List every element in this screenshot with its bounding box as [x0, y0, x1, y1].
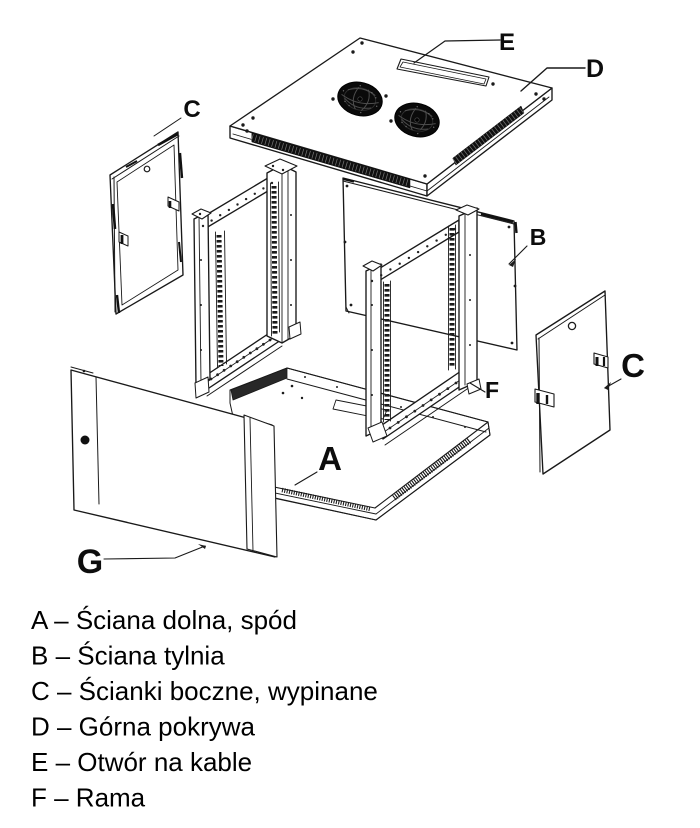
svg-text:B – Ściana tylnia: B – Ściana tylnia: [31, 641, 225, 671]
svg-text:A: A: [318, 440, 342, 477]
svg-text:E: E: [499, 29, 515, 56]
svg-text:D: D: [586, 55, 604, 83]
svg-text:D – Górna pokrywa: D – Górna pokrywa: [31, 712, 256, 742]
svg-text:C: C: [621, 347, 645, 384]
svg-text:E – Otwór na kable: E – Otwór na kable: [31, 747, 252, 777]
svg-text:C: C: [183, 96, 200, 123]
svg-text:B: B: [530, 224, 547, 250]
svg-text:F – Rama: F – Rama: [31, 783, 146, 813]
svg-text:C – Ścianki boczne, wypinane: C – Ścianki boczne, wypinane: [31, 676, 378, 706]
svg-text:F: F: [485, 377, 499, 403]
svg-text:G: G: [77, 543, 103, 581]
svg-text:A – Ściana dolna, spód: A – Ściana dolna, spód: [31, 605, 297, 635]
